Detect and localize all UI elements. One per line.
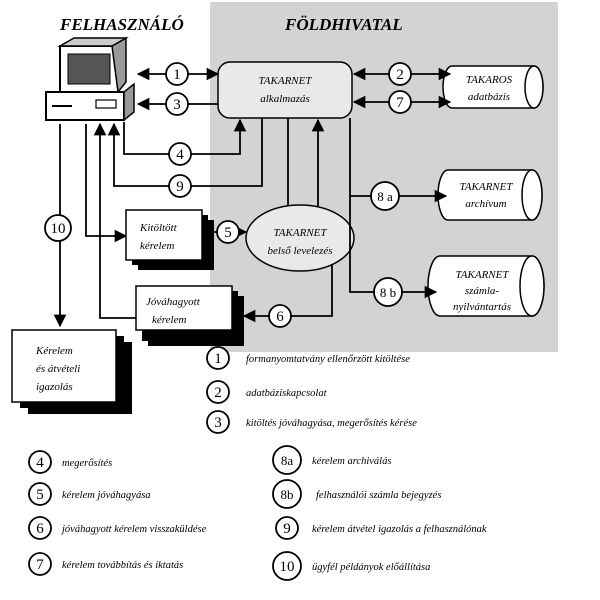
svg-text:Jóváhagyott: Jóváhagyott — [146, 296, 201, 308]
svg-text:kérelem archiválás: kérelem archiválás — [312, 456, 391, 467]
filled-request-document: Kitöltött kérelem — [125, 209, 214, 270]
svg-text:adatbáziskapcsolat: adatbáziskapcsolat — [246, 388, 328, 399]
svg-text:7: 7 — [396, 95, 404, 111]
svg-text:2: 2 — [396, 67, 404, 83]
svg-text:kérelem: kérelem — [140, 240, 174, 252]
takarnet-app-node: TAKARNET alkalmazás — [217, 61, 353, 119]
svg-text:kérelem átvétel igazolás a fel: kérelem átvétel igazolás a felhasználóna… — [312, 524, 487, 535]
svg-text:Kérelem: Kérelem — [35, 345, 73, 357]
svg-text:kérelem jóváhagyása: kérelem jóváhagyása — [62, 490, 151, 501]
svg-text:kérelem: kérelem — [152, 314, 186, 326]
svg-text:3: 3 — [173, 97, 181, 113]
svg-text:jóváhagyott kérelem visszaküld: jóváhagyott kérelem visszaküldése — [60, 524, 207, 535]
svg-text:8a: 8a — [281, 453, 294, 468]
svg-text:kitöltés jóváhagyása, megerősí: kitöltés jóváhagyása, megerősítés kérése — [246, 418, 417, 429]
svg-text:8b: 8b — [281, 487, 294, 502]
legend-item-4: 4 megerősítés — [28, 450, 112, 474]
legend-item-9: 9 kérelem átvétel igazolás a felhasználó… — [275, 516, 487, 540]
legend-item-2: 2 adatbáziskapcsolat — [206, 380, 328, 404]
svg-text:9: 9 — [283, 521, 291, 537]
step-marker-10: 10 — [44, 214, 72, 242]
svg-text:9: 9 — [176, 179, 184, 195]
legend-item-7: 7 kérelem továbbítás és iktatás — [28, 552, 183, 576]
step-marker-9: 9 — [168, 174, 192, 198]
takarnet-archive-node: TAKARNET archívum — [437, 169, 543, 221]
svg-text:igazolás: igazolás — [36, 381, 73, 393]
svg-text:és átvételi: és átvételi — [36, 363, 80, 375]
svg-text:Kitöltött: Kitöltött — [139, 222, 178, 234]
step-marker-8b: 8 b — [373, 277, 403, 307]
svg-text:adatbázis: adatbázis — [468, 91, 510, 103]
svg-text:4: 4 — [176, 147, 184, 163]
svg-text:számla-: számla- — [465, 285, 500, 297]
svg-text:TAKAROS: TAKAROS — [466, 74, 513, 86]
svg-text:10: 10 — [51, 221, 66, 237]
svg-text:7: 7 — [36, 557, 44, 573]
svg-text:felhasználói számla bejegyzés: felhasználói számla bejegyzés — [316, 490, 441, 501]
user-header: FELHASZNÁLÓ — [59, 15, 184, 34]
svg-text:archívum: archívum — [465, 198, 506, 210]
step-marker-4: 4 — [168, 142, 192, 166]
legend: 1 formanyomtatvány ellenőrzött kitöltése… — [28, 346, 487, 581]
svg-text:TAKARNET: TAKARNET — [259, 75, 313, 87]
svg-text:2: 2 — [214, 385, 222, 401]
svg-text:alkalmazás: alkalmazás — [260, 93, 310, 105]
legend-item-1: 1 formanyomtatvány ellenőrzött kitöltése — [206, 346, 410, 370]
legend-item-8b: 8b felhasználói számla bejegyzés — [272, 479, 441, 509]
svg-text:nyilvántartás: nyilvántartás — [453, 301, 511, 313]
svg-text:5: 5 — [36, 487, 44, 503]
svg-text:ügyfél példányok előállítása: ügyfél példányok előállítása — [312, 562, 430, 573]
svg-text:5: 5 — [224, 225, 232, 241]
svg-text:10: 10 — [280, 559, 295, 575]
legend-item-8a: 8a kérelem archiválás — [272, 445, 391, 475]
step-marker-1: 1 — [165, 62, 189, 86]
svg-text:1: 1 — [214, 351, 222, 367]
svg-text:8 a: 8 a — [377, 189, 393, 204]
svg-text:1: 1 — [173, 67, 181, 83]
legend-item-5: 5 kérelem jóváhagyása — [28, 482, 151, 506]
svg-text:TAKARNET: TAKARNET — [456, 269, 510, 281]
step-marker-8a: 8 a — [370, 181, 400, 211]
svg-text:TAKARNET: TAKARNET — [274, 227, 328, 239]
step-marker-3: 3 — [165, 92, 189, 116]
svg-text:6: 6 — [36, 521, 44, 537]
step-marker-2: 2 — [388, 62, 412, 86]
svg-text:8 b: 8 b — [380, 285, 396, 300]
request-receipt-document: Kérelem és átvételi igazolás — [11, 329, 132, 414]
svg-text:belső levelezés: belső levelezés — [267, 245, 332, 257]
legend-item-6: 6 jóváhagyott kérelem visszaküldése — [28, 516, 207, 540]
step-marker-5: 5 — [216, 220, 240, 244]
svg-text:3: 3 — [214, 415, 222, 431]
svg-text:megerősítés: megerősítés — [62, 458, 112, 469]
approved-request-document: Jóváhagyott kérelem — [135, 285, 244, 346]
internal-mail-node: TAKARNET belső levelezés — [245, 204, 355, 272]
step-marker-6: 6 — [268, 304, 292, 328]
legend-item-3: 3 kitöltés jóváhagyása, megerősítés kéré… — [206, 410, 417, 434]
step-marker-7: 7 — [388, 90, 412, 114]
legend-item-10: 10 ügyfél példányok előállítása — [272, 551, 430, 581]
takaros-db-node: TAKAROS adatbázis — [442, 65, 544, 109]
svg-text:formanyomtatvány ellenőrzött k: formanyomtatvány ellenőrzött kitöltése — [246, 354, 410, 365]
account-registry-node: TAKARNET számla- nyilvántartás — [427, 255, 545, 317]
svg-text:4: 4 — [36, 455, 44, 471]
svg-text:kérelem továbbítás és iktatás: kérelem továbbítás és iktatás — [62, 560, 183, 571]
svg-text:6: 6 — [276, 309, 284, 325]
computer-icon — [45, 36, 135, 122]
office-header: FÖLDHIVATAL — [284, 15, 403, 34]
svg-text:TAKARNET: TAKARNET — [460, 181, 514, 193]
